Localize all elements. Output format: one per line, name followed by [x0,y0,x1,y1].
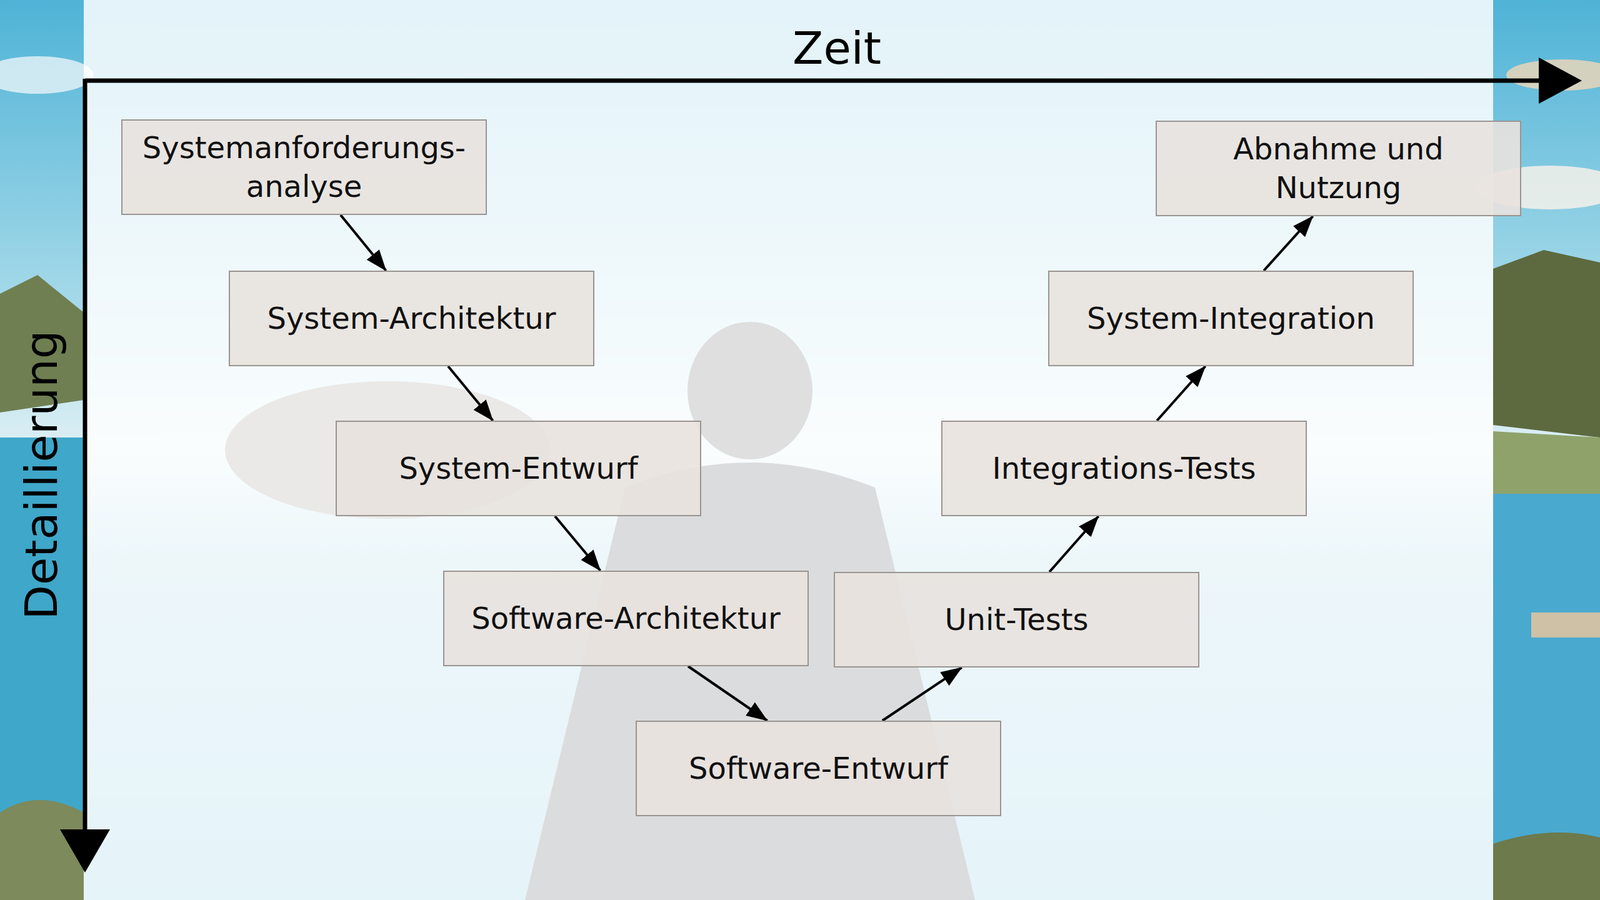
axis-label: Zeit [792,25,882,71]
process-box: System-Architektur [228,270,595,367]
flow-arrow [555,516,601,571]
process-box: Abnahme und Nutzung [1155,120,1522,217]
flow-arrow [340,215,387,271]
flow-arrow [1156,366,1205,421]
lake [1493,493,1600,900]
process-box: Software-Architektur [443,570,809,667]
axis-label: Detaillierung [18,330,64,620]
time-axis [85,78,1544,84]
box-label: Abnahme und Nutzung [1169,130,1508,207]
cloud [0,56,94,94]
process-box: System-Entwurf [335,420,702,517]
axis-arrowhead [60,829,110,873]
axis-arrowhead [1538,57,1582,104]
flow-arrow [448,366,494,421]
process-box: Software-Entwurf [635,720,1002,817]
box-label: Software-Entwurf [688,749,949,788]
box-label: Integrations-Tests [992,449,1257,488]
process-box: Unit-Tests [833,571,1200,668]
box-label: Software-Architektur [471,599,781,638]
flow-arrow [882,667,962,721]
process-box: System-Integration [1048,270,1414,367]
flow-arrow [1263,216,1313,271]
grass [0,800,84,900]
process-box: Integrations-Tests [941,420,1307,517]
mountain [1493,250,1600,438]
box-label: System-Architektur [266,299,556,338]
flow-arrow [1049,516,1099,572]
box-label: Systemanforderungs- analyse [135,128,474,206]
flow-arrow [688,666,768,721]
box-label: Unit-Tests [944,600,1089,639]
process-box: Systemanforderungs- analyse [121,119,487,215]
box-label: System-Integration [1086,299,1375,338]
grass [1493,832,1600,900]
box-label: System-Entwurf [398,449,638,488]
reflection [1531,612,1600,638]
detail-axis [83,78,88,835]
